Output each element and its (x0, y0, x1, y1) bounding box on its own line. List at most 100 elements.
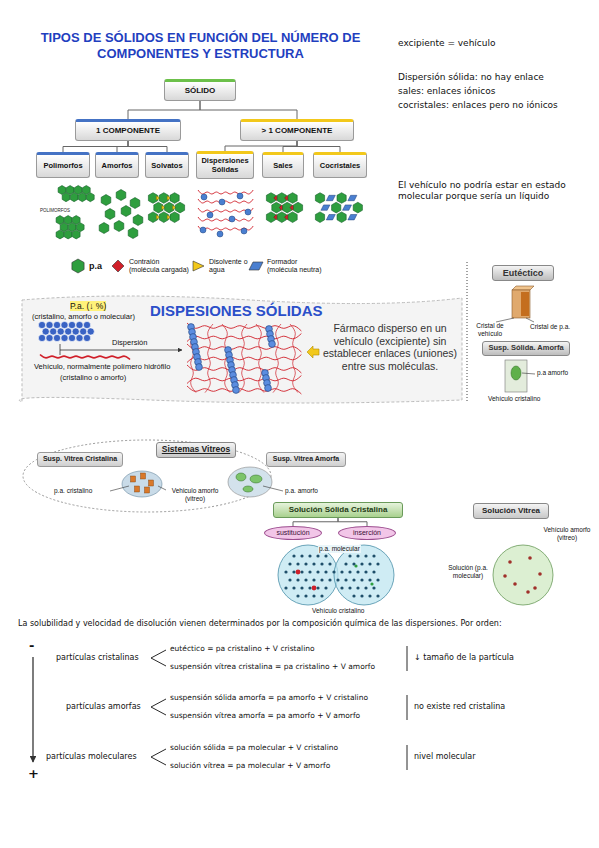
molecule-hexagon (337, 212, 346, 223)
crystal-sphere (80, 328, 87, 335)
drug-molecule (538, 572, 542, 576)
note-label: p.a. amorfo (285, 487, 318, 495)
note-label: solución sólida = pa molecular + V crist… (170, 743, 338, 752)
lattice-point (312, 594, 315, 597)
drug-molecule (503, 574, 507, 578)
node-box: inserción (338, 526, 396, 540)
molecule-hexagon (128, 228, 138, 239)
note-label: Vehículo amorfo (vitreo) (540, 526, 594, 542)
molecule-hexagon (315, 193, 324, 204)
lattice-point (344, 562, 347, 565)
tree-connector (225, 141, 297, 151)
tree-connector (283, 141, 297, 152)
brace (151, 749, 166, 765)
drug-crystal (149, 480, 154, 486)
drug-molecule (196, 364, 203, 371)
polymer-network (187, 334, 301, 342)
drug-molecule (241, 228, 247, 234)
molecule-hexagon (332, 202, 341, 213)
polymer-chain (198, 190, 253, 194)
legend-swatch-shape (193, 261, 204, 271)
node-box: Solución Vitrea (473, 503, 549, 518)
lattice-point (376, 594, 379, 597)
legend-swatch-shape (112, 260, 124, 272)
brace (151, 650, 166, 666)
lattice-point (308, 570, 311, 573)
amorphous-drug (511, 366, 521, 380)
lattice-point (360, 562, 363, 565)
lattice-point (372, 570, 375, 573)
amorphous-vehicle (228, 467, 272, 497)
lattice-point (304, 594, 307, 597)
former-parallelogram (326, 215, 335, 220)
molecule-hexagon (288, 212, 297, 223)
node-text: 1 COMPONENTE (96, 126, 160, 135)
note-label: suspensión sólida amorfa = pa amorfo + V… (170, 693, 368, 702)
node-box: 1 COMPONENTE (75, 119, 181, 141)
leader-line (110, 486, 129, 491)
note-label: excipiente = vehículo (398, 38, 496, 49)
lattice-point (364, 586, 367, 589)
molecule-hexagon (87, 193, 95, 202)
crystal-sphere (57, 328, 64, 335)
lattice-point (292, 586, 295, 589)
bracket (407, 745, 408, 770)
lattice-point (284, 570, 287, 573)
note-label: Cristal de vehículo (472, 322, 508, 338)
tree-connector (200, 101, 297, 119)
drug-molecule (513, 582, 517, 586)
polymer-network (290, 324, 298, 393)
tree-connector (338, 518, 367, 526)
molecule-hexagon (121, 206, 131, 217)
drug-molecule (245, 209, 251, 215)
note-label: p.a amorfo (537, 369, 568, 377)
lattice-point (308, 586, 311, 589)
node-box: sustitución (264, 526, 322, 540)
drug-molecule (269, 341, 276, 348)
legend-item: p.a (70, 258, 109, 274)
note-label: p.a. molecular (318, 545, 361, 553)
drug-molecule (233, 387, 240, 394)
substitution-crystal (278, 545, 338, 605)
molecule-hexagon (353, 202, 362, 213)
crystal-sphere (42, 328, 49, 335)
lattice-point (296, 578, 299, 581)
note-label: cocristales: enlaces pero no iónicos (398, 100, 558, 111)
crystal-sphere (83, 321, 90, 328)
lattice-point (304, 578, 307, 581)
lattice-point (352, 578, 355, 581)
former-parallelogram (348, 195, 357, 200)
lattice-point (340, 586, 343, 589)
node-text: Solvatos (151, 162, 182, 171)
tree-connector (63, 141, 128, 152)
tree-connector (117, 141, 128, 152)
divider-line (467, 262, 468, 402)
note-label: p.a. cristalino (54, 487, 92, 495)
lattice-point (364, 570, 367, 573)
lattice-point (300, 586, 303, 589)
crystal-sphere (76, 334, 83, 341)
note-label: (cristalino o amorfo) (60, 373, 126, 382)
molecule-hexagon (62, 193, 70, 202)
order-arrow (32, 657, 33, 762)
note-label: + (28, 766, 39, 782)
lattice-point (356, 570, 359, 573)
drug-crystal (521, 292, 529, 316)
tree-connector (297, 141, 340, 152)
lattice-point (320, 562, 323, 565)
pointer-arrow (307, 346, 319, 358)
lattice-point (328, 562, 331, 565)
crystal-sphere (83, 334, 90, 341)
crystal-sphere (46, 321, 53, 328)
lattice-point (356, 554, 359, 557)
crystal-sphere (50, 328, 57, 335)
note-label: sales: enlaces iónicos (398, 86, 495, 97)
lattice-point (368, 562, 371, 565)
note-label: solución vítrea = pa molecular + V amorf… (170, 761, 330, 770)
lattice-point (288, 562, 291, 565)
note-label: suspensión vítrea cristalina = pa crista… (170, 662, 375, 671)
drug-molecule (508, 560, 512, 564)
polymer-network (187, 376, 301, 384)
tree-connector (128, 101, 200, 119)
leader-line (522, 373, 535, 374)
